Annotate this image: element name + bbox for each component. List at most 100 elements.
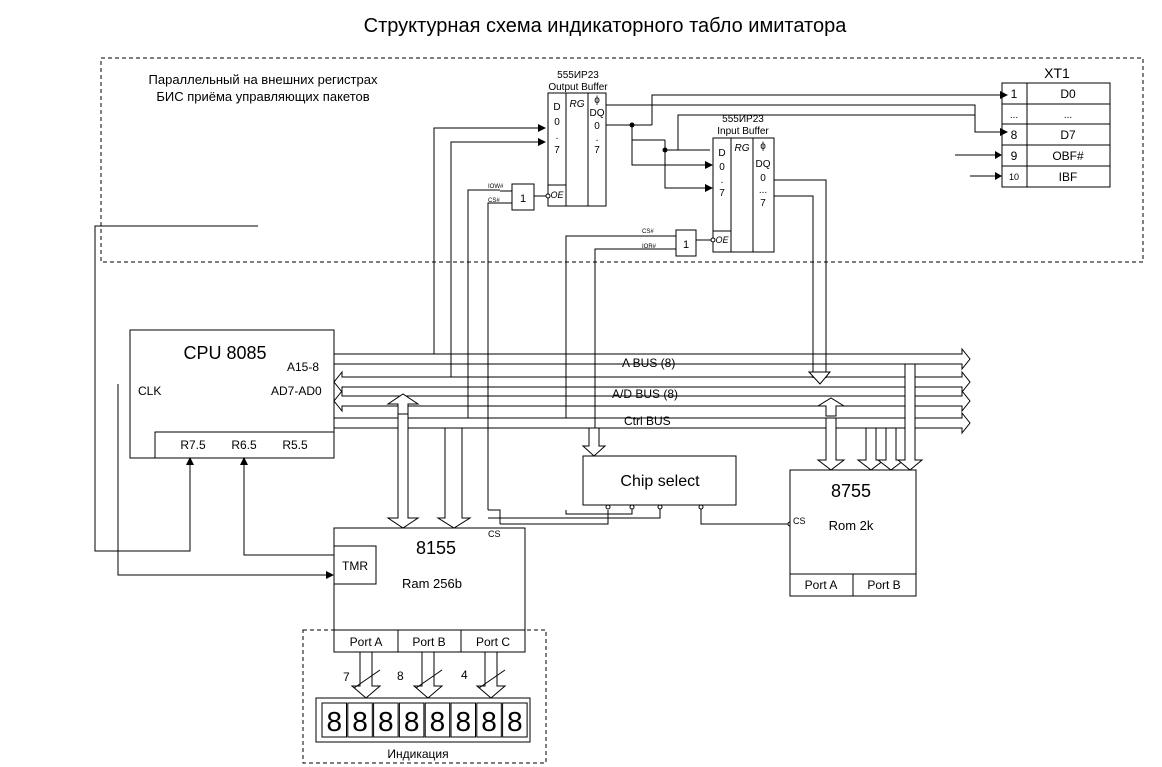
svg-text:D: D (718, 148, 725, 159)
svg-text:8: 8 (352, 706, 368, 737)
cpu-ad: AD7-AD0 (271, 384, 322, 398)
svg-text:8: 8 (430, 706, 446, 737)
output-buffer-to-connector (606, 91, 1008, 192)
svg-text:OBF#: OBF# (1052, 149, 1084, 163)
display-digit: 8 (450, 702, 476, 738)
output-buffer-chip-id: 555ИР23 (557, 70, 599, 81)
svg-text:0: 0 (554, 117, 560, 128)
svg-text:7: 7 (760, 198, 766, 209)
svg-text:8: 8 (455, 706, 471, 737)
cpu-clk: CLK (138, 384, 161, 398)
chip-select-label: Chip select (620, 473, 700, 490)
svg-text:9: 9 (1011, 149, 1018, 163)
svg-text:8: 8 (404, 706, 420, 737)
cpu-r55: R5.5 (282, 438, 308, 452)
clk-wiring (94, 225, 336, 579)
svg-text:IOR#: IOR# (642, 244, 657, 250)
svg-text:OE: OE (715, 235, 729, 245)
svg-text:CS#: CS# (642, 229, 654, 235)
input-buffer-name: Input Buffer (717, 126, 769, 137)
connector-title: XT1 (1044, 65, 1070, 81)
svg-text:1: 1 (1011, 87, 1018, 101)
svg-text:...: ... (759, 185, 767, 196)
width-port-a: 7 (343, 670, 350, 684)
input-buffer-chip: 555ИР23 Input Buffer D 0 . 7 RG ϕ DQ 0 .… (712, 114, 775, 253)
svg-text:...: ... (1064, 110, 1072, 121)
cpu-r75: R7.5 (180, 438, 206, 452)
svg-text:IOW#: IOW# (488, 184, 504, 190)
svg-text:ϕ: ϕ (594, 95, 600, 106)
chip-8155-title: 8155 (416, 538, 456, 558)
svg-text:8: 8 (481, 706, 497, 737)
svg-text:8: 8 (1011, 128, 1018, 142)
display-digit: 8 (502, 702, 528, 738)
svg-text:D7: D7 (1060, 128, 1076, 142)
svg-text:0: 0 (760, 173, 766, 184)
bus-to-8155 (386, 393, 609, 529)
diagram-title: Структурная схема индикаторного табло им… (364, 15, 848, 37)
display-digit: 8 (398, 702, 425, 738)
chip-8155-cs: CS (488, 529, 501, 539)
chip-8755-sub: Rom 2k (829, 518, 874, 533)
display-digit: 8 (321, 702, 347, 738)
svg-text:7: 7 (554, 145, 560, 156)
chip-8755-port-a: Port A (805, 578, 838, 592)
svg-text:DQ: DQ (756, 159, 771, 170)
svg-text:10: 10 (1009, 172, 1019, 182)
svg-text:0: 0 (719, 162, 725, 173)
bus-ad-label: A/D BUS (8) (612, 387, 678, 401)
cpu-title: CPU 8085 (183, 343, 266, 363)
svg-text:DQ: DQ (590, 108, 605, 119)
svg-text:.: . (556, 131, 559, 142)
output-gate: 1 IOW# CS# (488, 183, 551, 211)
width-port-b: 8 (397, 669, 404, 683)
bus-to-8755 (816, 363, 924, 471)
svg-text:.: . (596, 133, 599, 144)
chip-8155-sub: Ram 256b (402, 576, 462, 591)
display-digit: 8 (476, 702, 502, 738)
bus-ctrl-label: Ctrl BUS (624, 414, 671, 428)
svg-text:8: 8 (326, 706, 342, 737)
input-buffer-chip-id: 555ИР23 (722, 114, 764, 125)
chip-8755: 8755 Rom 2k CS Port A Port B (789, 469, 917, 597)
svg-text:IBF: IBF (1059, 170, 1078, 184)
chip-8155-port-c: Port C (476, 635, 510, 649)
svg-text:D0: D0 (1060, 87, 1076, 101)
svg-text:OE: OE (550, 190, 564, 200)
svg-text:8: 8 (507, 706, 523, 737)
svg-text:.: . (721, 175, 724, 186)
svg-text:7: 7 (594, 145, 600, 156)
cpu-8085: CPU 8085 A15-8 AD7-AD0 CLK R7.5 R6.5 R5.… (129, 329, 335, 459)
display-digit: 8 (373, 702, 399, 738)
svg-text:D: D (553, 102, 560, 113)
output-buffer-name: Output Buffer (548, 82, 608, 93)
svg-text:RG: RG (735, 143, 750, 154)
svg-text:RG: RG (570, 99, 585, 110)
output-buffer-chip: 555ИР23 Output Buffer D 0 . 7 RG ϕ DQ 0 … (547, 70, 608, 207)
chip-8755-title: 8755 (831, 481, 871, 501)
input-gate: 1 CS# IOR# (642, 229, 716, 257)
cpu-r65: R6.5 (231, 438, 257, 452)
svg-text:8: 8 (378, 706, 394, 737)
parallel-note-line-1: Параллельный на внешних регистрах (149, 72, 378, 87)
svg-text:7: 7 (719, 188, 725, 199)
chip-8755-cs: CS (793, 516, 806, 526)
chip-8155-tmr: TMR (342, 559, 368, 573)
chip-8755-port-b: Port B (867, 578, 900, 592)
svg-text:ϕ: ϕ (760, 141, 766, 152)
svg-text:1: 1 (683, 239, 689, 251)
bus-lines: A BUS (8) A/D BUS (8) Ctrl BUS (333, 347, 971, 435)
svg-text:1: 1 (520, 193, 526, 205)
chip-select: Chip select (488, 427, 793, 527)
chip-8155-port-b: Port B (412, 635, 445, 649)
bus-to-output-buffer (433, 124, 657, 510)
display-digit: 8 (347, 702, 373, 738)
cpu-a15: A15-8 (287, 360, 319, 374)
svg-text:...: ... (1010, 110, 1018, 121)
width-port-c: 4 (461, 668, 468, 682)
svg-text:CS#: CS# (488, 198, 500, 204)
input-buffer-to-bus (774, 179, 832, 385)
parallel-note-line-2: БИС приёма управляющих пакетов (156, 89, 369, 104)
